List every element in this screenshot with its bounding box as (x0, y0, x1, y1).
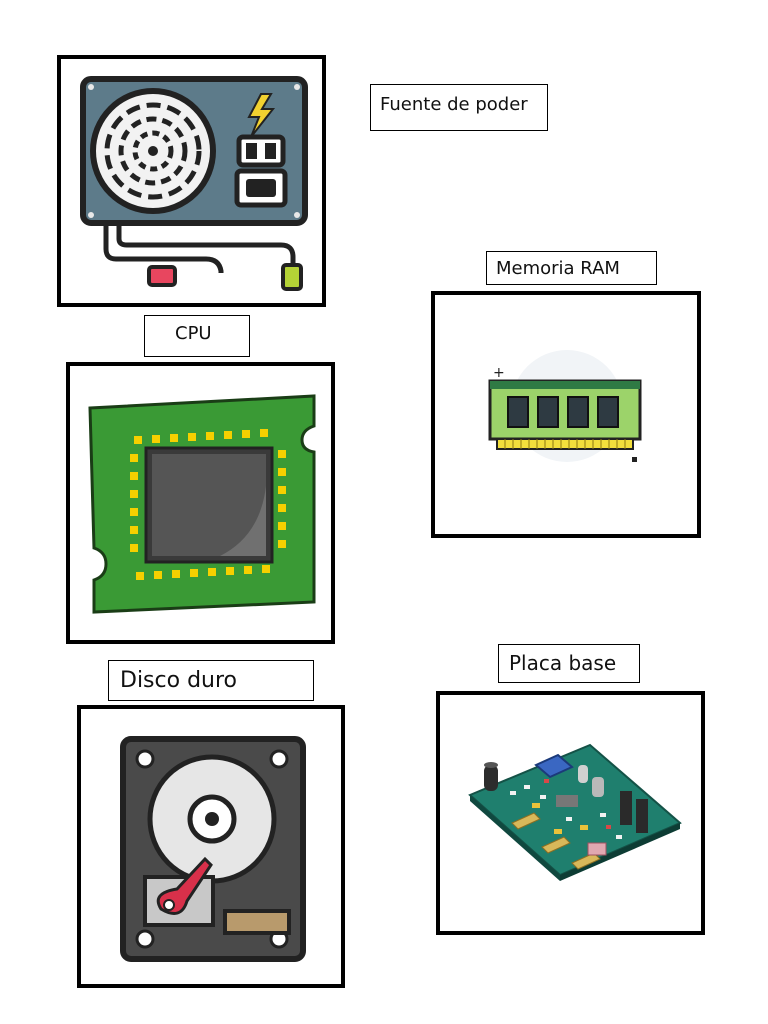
power-supply-label: Fuente de poder (370, 84, 548, 131)
power-supply-image-frame (57, 55, 326, 307)
cpu-image-frame (66, 362, 335, 644)
motherboard-image-frame (436, 691, 705, 935)
motherboard-icon (468, 743, 682, 881)
cpu-label: CPU (144, 315, 250, 357)
ram-module-icon: + (488, 350, 642, 462)
motherboard-label: Placa base (498, 644, 640, 683)
hard-disk-icon (120, 736, 306, 962)
power-supply-icon (80, 76, 308, 291)
svg-text:+: + (493, 365, 505, 381)
hard-disk-image-frame (77, 705, 345, 988)
cpu-chip-icon (88, 394, 316, 614)
hard-disk-label: Disco duro (108, 660, 314, 701)
ram-label: Memoria RAM (486, 251, 657, 285)
ram-image-frame: + (431, 291, 701, 538)
